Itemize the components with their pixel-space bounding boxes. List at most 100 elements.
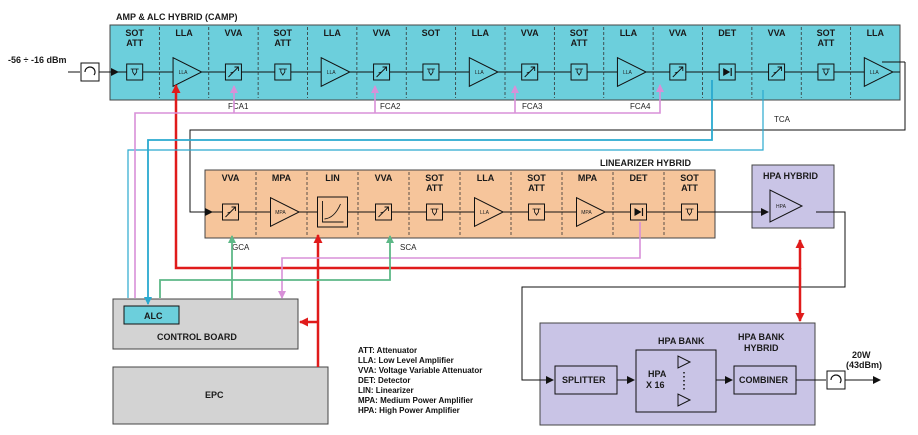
hpa-amplifier-icon: [769, 189, 804, 223]
camp-stage-label: SOT: [570, 28, 589, 38]
legend-item: LLA: Low Level Amplifier: [358, 356, 454, 365]
legend-item: VVA: Voltage Variable Attenuator: [358, 366, 483, 375]
camp-component-box: [126, 63, 144, 81]
input-isolator: [80, 62, 100, 82]
lin-component-box: [681, 203, 698, 221]
attenuator-icon: [685, 208, 694, 216]
hpa-hybrid-title: HPA HYBRID: [763, 171, 819, 181]
legend-item: MPA: Medium Power Amplifier: [358, 396, 474, 405]
rf-hpa-bank-path: [521, 211, 846, 384]
amplifier-icon: [616, 56, 648, 88]
lin-stage-label: SOT: [425, 173, 444, 183]
fca3-label: FCA3: [522, 102, 543, 111]
vva-icon: [378, 206, 389, 218]
tca-label: TCA: [774, 115, 791, 124]
rf-camp-lin-path: [189, 62, 906, 216]
linearizer-title: LINEARIZER HYBRID: [600, 158, 692, 168]
camp-stage-label: LLA: [620, 28, 638, 38]
amplifier-icon: [474, 196, 505, 228]
hpa-bank-label: HPA BANK: [658, 336, 705, 346]
fca2-label: FCA2: [380, 102, 401, 111]
epc-box: [112, 366, 329, 425]
input-level-label: -56 ÷ -16 dBm: [8, 55, 66, 65]
camp-stage-label: VVA: [669, 28, 687, 38]
camp-stage-label: DET: [718, 28, 737, 38]
fca1-label: FCA1: [228, 102, 249, 111]
camp-stage-label: SOT: [422, 28, 441, 38]
legend-item: LIN: Linearizer: [358, 386, 414, 395]
camp-stage-label: SOT: [274, 28, 293, 38]
legend: ATT: Attenuator LLA: Low Level Amplifier…: [358, 346, 482, 416]
lin-stage-label: VVA: [222, 173, 240, 183]
camp-title: AMP & ALC HYBRID (CAMP): [116, 12, 238, 22]
lin-component-box: [528, 203, 545, 221]
detector-icon: [723, 68, 731, 76]
vva-icon: [672, 66, 684, 78]
camp-component-box: [817, 63, 835, 81]
bank-amp-icon-bottom: [677, 393, 692, 407]
amplifier-icon: [468, 56, 500, 88]
amplifier-icon: [320, 56, 351, 88]
camp-stage-sublabel: ATT: [818, 38, 835, 48]
amplifier-icon: [270, 196, 301, 228]
attenuator-icon: [278, 68, 287, 76]
amplifier-icon: [576, 196, 607, 228]
lin-stage-label: SOT: [680, 173, 699, 183]
hpa-amplifier-label: HPA: [776, 204, 787, 210]
isolator-icon: [84, 66, 96, 76]
fca-bus-line: [134, 84, 664, 298]
lin-component-box: [426, 203, 443, 221]
output-isolator: [826, 370, 846, 390]
attenuator-icon: [130, 68, 139, 76]
splitter-box: [554, 365, 618, 395]
legend-item: DET: Detector: [358, 376, 411, 385]
lin-amp-inner-label: MPA: [581, 210, 592, 216]
attenuator-icon: [532, 208, 541, 216]
camp-stage-label: VVA: [521, 28, 539, 38]
bank-amp-icon-top: [677, 355, 692, 369]
linearizer-curve-icon: [322, 201, 344, 223]
detector-icon: [634, 208, 642, 216]
lin-stage-label: LLA: [477, 173, 495, 183]
camp-stage-label: LLA: [323, 28, 341, 38]
isolator-icon: [830, 374, 842, 384]
control-board-title: CONTROL BOARD: [157, 332, 237, 342]
camp-stage-label: LLA: [175, 28, 193, 38]
camp-component-box: [422, 63, 440, 81]
lin-stage-sublabel: ATT: [426, 183, 443, 193]
lin-stage-label: MPA: [272, 173, 292, 183]
lin-stage-label: SOT: [527, 173, 546, 183]
attenuator-icon: [575, 68, 584, 76]
camp-stage-sublabel: ATT: [274, 38, 291, 48]
alc-box: [123, 305, 180, 325]
gca-label: GCA: [232, 243, 250, 252]
camp-amp-inner-label: LLA: [179, 70, 189, 76]
amplifier-icon: [172, 56, 203, 88]
camp-stage-label: VVA: [373, 28, 391, 38]
camp-component-box: [570, 63, 588, 81]
camp-stage-label: SOT: [125, 28, 144, 38]
hpa-bank-title-line1: HPA BANK: [738, 332, 785, 342]
sca-label: SCA: [400, 243, 417, 252]
lin-component-box: [317, 196, 348, 228]
legend-item: ATT: Attenuator: [358, 346, 418, 355]
vva-icon: [376, 66, 388, 78]
hpa-hybrid-box: [751, 164, 835, 229]
hpa-bank-title-line2: HYBRID: [744, 343, 779, 353]
camp-stage-label: LLA: [472, 28, 490, 38]
vva-icon: [524, 66, 536, 78]
attenuator-icon: [821, 68, 830, 76]
camp-amp-inner-label: LLA: [327, 70, 337, 76]
amplifier-icon: [863, 56, 895, 88]
lin-stage-label: MPA: [578, 173, 598, 183]
hpa-bank-box: [635, 349, 717, 413]
lin-stage-label: DET: [630, 173, 649, 183]
power-line-epc-camp: [171, 84, 320, 367]
alc-label: ALC: [144, 311, 163, 321]
camp-amp-inner-label: LLA: [870, 70, 880, 76]
combiner-label: COMBINER: [739, 375, 788, 385]
vva-icon: [225, 206, 236, 218]
